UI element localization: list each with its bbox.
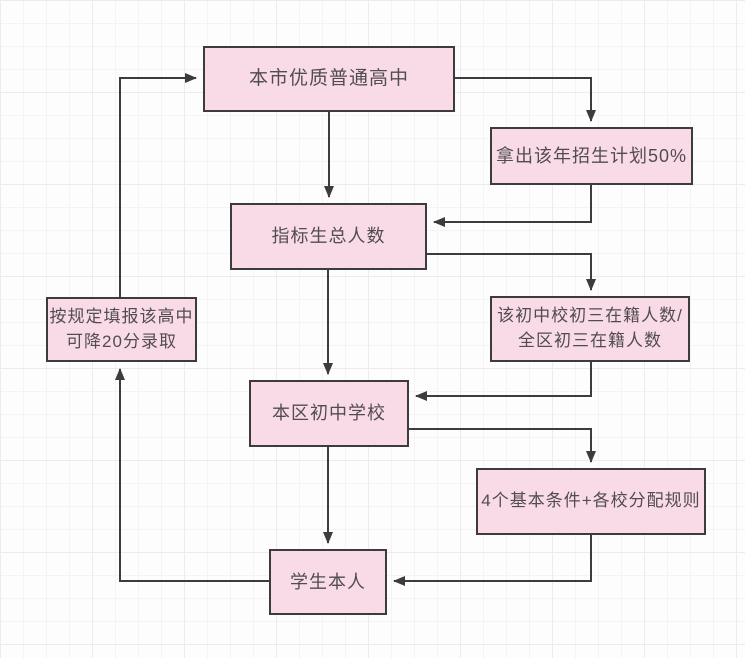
node-enrollment-ratio-label: 该初中校初三在籍人数/ 全区初三在籍人数 — [497, 306, 683, 350]
connector-enrollment-plan-to-quota-total — [433, 185, 592, 227]
node-allocation-rules-label: 4个基本条件+各校分配规则 — [481, 491, 701, 511]
node-preference-bonus-label: 按规定填报该高中 可降20分录取 — [49, 306, 194, 351]
node-quota-total: 指标生总人数 — [230, 203, 427, 270]
connector-preference-bonus-to-city-high-school — [119, 73, 197, 297]
node-student-label: 学生本人 — [290, 571, 366, 592]
node-district-middle-school-label: 本区初中学校 — [272, 403, 386, 424]
connector-district-school-to-allocation-rules — [409, 428, 596, 463]
node-allocation-rules: 4个基本条件+各校分配规则 — [476, 468, 706, 535]
node-city-high-school-label: 本市优质普通高中 — [248, 68, 409, 90]
connector-student-to-preference-bonus — [115, 368, 269, 582]
node-district-middle-school: 本区初中学校 — [249, 380, 409, 447]
node-city-high-school: 本市优质普通高中 — [203, 46, 455, 112]
node-enrollment-ratio: 该初中校初三在籍人数/ 全区初三在籍人数 — [490, 296, 690, 362]
connector-allocation-rules-to-student — [393, 535, 592, 586]
node-preference-bonus: 按规定填报该高中 可降20分录取 — [46, 297, 197, 362]
connector-enrollment-ratio-to-district-school — [415, 362, 592, 401]
node-student: 学生本人 — [269, 549, 387, 615]
node-quota-total-label: 指标生总人数 — [271, 226, 386, 247]
connector-quota-total-to-enrollment-ratio — [427, 253, 596, 291]
connector-city-high-school-to-enrollment-plan — [455, 77, 596, 122]
node-enrollment-plan-50: 拿出该年招生计划50% — [490, 127, 693, 185]
node-enrollment-plan-50-label: 拿出该年招生计划50% — [495, 145, 688, 166]
